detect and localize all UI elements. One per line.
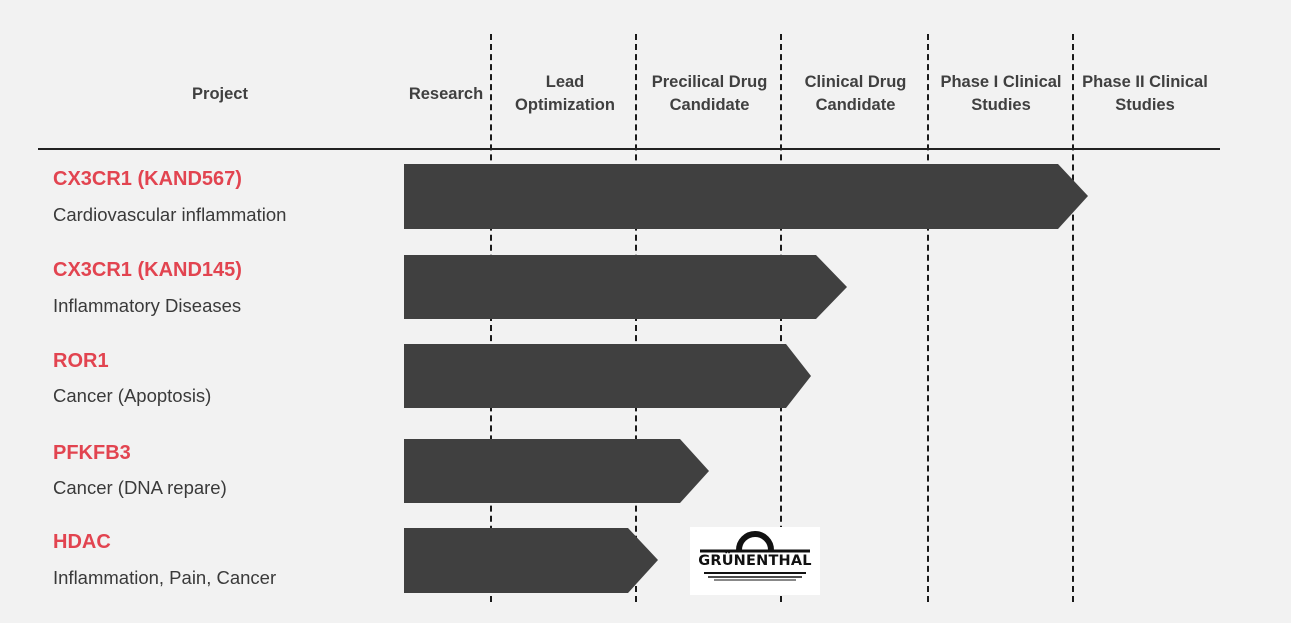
- header-preclinical-drug-candidate: Precilical Drug Candidate: [651, 73, 768, 114]
- project-description: Cardiovascular inflammation: [53, 204, 287, 225]
- progress-arrow-ror1: [404, 344, 811, 408]
- header-lead-optimization: Lead Optimization: [515, 73, 615, 114]
- header-project: Project: [192, 84, 248, 103]
- progress-arrow-pfkfb3: [404, 439, 709, 503]
- project-name: HDAC: [53, 531, 111, 553]
- header-divider: [38, 148, 1220, 150]
- grunenthal-logo: GRÜNENTHAL: [690, 527, 820, 595]
- header-research: Research: [408, 84, 484, 103]
- progress-arrow-hdac: [404, 528, 658, 593]
- project-name: ROR1: [53, 350, 109, 372]
- phase-divider: [927, 34, 929, 602]
- progress-arrow-kand145: [404, 255, 847, 319]
- project-name: PFKFB3: [53, 442, 131, 464]
- logo-emblem-icon: [700, 531, 810, 581]
- project-name: CX3CR1 (KAND567): [53, 168, 242, 190]
- header-clinical-drug-candidate: Clinical Drug Candidate: [804, 73, 907, 114]
- progress-arrow-kand567: [404, 164, 1088, 229]
- project-description: Inflammatory Diseases: [53, 295, 242, 316]
- project-description: Cancer (DNA repare): [53, 477, 227, 498]
- header-phase1-clinical-studies: Phase I Clinical Studies: [940, 73, 1062, 114]
- header-phase2-clinical-studies: Phase II Clinical Studies: [1082, 73, 1208, 114]
- project-name: CX3CR1 (KAND145): [53, 259, 242, 281]
- phase-divider: [1072, 34, 1074, 602]
- project-description: Cancer (Apoptosis): [53, 385, 212, 406]
- logo-text: GRÜNENTHAL: [698, 553, 812, 569]
- project-description: Inflammation, Pain, Cancer: [53, 567, 277, 588]
